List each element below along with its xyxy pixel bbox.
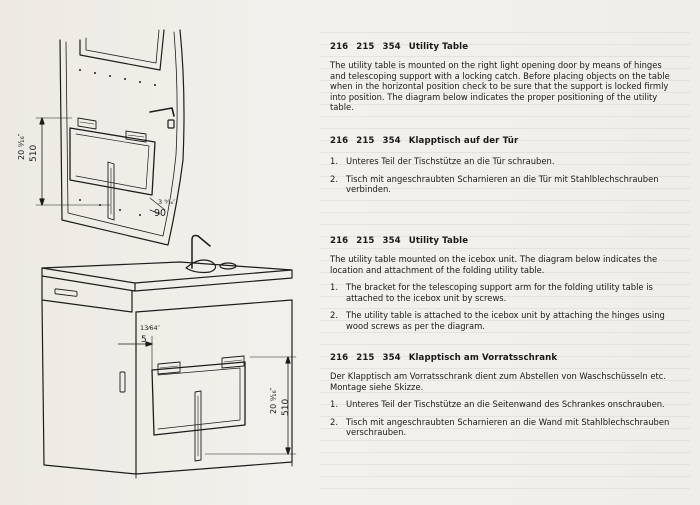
- bottom-dim-mm-label: 510: [281, 399, 291, 416]
- part-code: 216: [330, 42, 349, 52]
- list-item: 2. Tisch mit angeschraubten Scharnieren a…: [330, 417, 675, 438]
- bottom-dim-inch-label: 20 ⁹⁄₁₆″: [269, 387, 278, 414]
- section-klapptisch-tuer: 216 215 354 Klapptisch auf der Tür 1. Untere…: [330, 136, 675, 202]
- top-dim-inch-label: 20 ⁹⁄₁₆″: [17, 133, 26, 160]
- part-code: 215: [356, 353, 375, 363]
- list-item: 2. Tisch mit angeschraubten Scharnieren a…: [330, 174, 675, 195]
- section-title: 216 215 354 Klapptisch auf der Tür: [330, 136, 675, 146]
- part-code: 216: [330, 136, 349, 146]
- steps-list: 1. The bracket for the telescoping suppor…: [330, 282, 675, 331]
- list-item: 1. Unteres Teil der Tischstütze an die Se…: [330, 399, 675, 410]
- section-title: 216 215 354 Klapptisch am Vorratsschrank: [330, 353, 675, 363]
- part-code: 216: [330, 236, 349, 246]
- bottom-left-mm-label: 5: [141, 335, 147, 345]
- step-number: 1.: [330, 399, 338, 410]
- part-code: 215: [356, 236, 375, 246]
- section-klapptisch-vorratsschrank: 216 215 354 Klapptisch am Vorratsschrank De…: [330, 353, 675, 445]
- top-dim-mm-label: 510: [29, 145, 39, 162]
- step-number: 2.: [330, 416, 338, 427]
- step-number: 2.: [330, 173, 338, 184]
- utility-table-diagrams: 20 ⁹⁄₁₆″ 510 3 ⁹⁄₁₆″ 90 13⁄64″ 5 20 ⁹⁄₁₆…: [17, 29, 297, 479]
- part-code: 354: [382, 236, 401, 246]
- section-heading: Klapptisch auf der Tür: [408, 136, 519, 146]
- step-text: Tisch mit angeschraubten Scharnieren an …: [346, 173, 659, 195]
- part-code: 354: [382, 42, 401, 52]
- list-item: 1. The bracket for the telescoping suppor…: [330, 282, 675, 303]
- list-item: 1. Unteres Teil der Tischstütze an die Tü…: [330, 156, 675, 167]
- section-utility-table-icebox: 216 215 354 Utility Table The utility table…: [330, 236, 675, 339]
- section-heading: Utility Table: [408, 236, 469, 246]
- section-paragraph: The utility table mounted on the icebox …: [330, 254, 658, 275]
- step-number: 2.: [330, 310, 338, 321]
- step-text: The utility table is attached to the ice…: [346, 310, 665, 331]
- step-text: Tisch mit angeschraubten Scharnieren an …: [346, 416, 670, 438]
- section-title: 216 215 354 Utility Table: [330, 236, 675, 246]
- part-code: 216: [330, 353, 349, 363]
- top-angle-inch-label: 3 ⁹⁄₁₆″: [158, 198, 176, 206]
- section-paragraph: The utility table is mounted on the righ…: [330, 60, 670, 113]
- section-heading: Utility Table: [408, 42, 469, 52]
- top-angle-mm-label: 90: [154, 208, 166, 219]
- bottom-left-inch-label: 13⁄64″: [140, 324, 161, 332]
- section-heading: Klapptisch am Vorratsschrank: [408, 353, 558, 363]
- steps-list: 1. Unteres Teil der Tischstütze an die Se…: [330, 399, 675, 438]
- step-number: 1.: [330, 156, 338, 166]
- step-text: Unteres Teil der Tischstütze an die Tür …: [346, 156, 555, 166]
- step-text: Unteres Teil der Tischstütze an die Seit…: [346, 399, 665, 410]
- section-title: 216 215 354 Utility Table: [330, 42, 675, 52]
- section-utility-table-door: 216 215 354 Utility Table The utility table…: [330, 42, 675, 113]
- part-code: 215: [356, 42, 375, 52]
- steps-list: 1. Unteres Teil der Tischstütze an die Tü…: [330, 156, 675, 195]
- icebox-figure: [41, 234, 297, 479]
- part-code: 354: [382, 136, 401, 146]
- step-text: The bracket for the telescoping support …: [346, 282, 653, 303]
- part-code: 354: [382, 353, 401, 363]
- section-paragraph: Der Klapptisch am Vorratsschrank dient z…: [330, 371, 667, 392]
- door-figure: [35, 29, 185, 246]
- part-code: 215: [356, 136, 375, 146]
- step-number: 1.: [330, 282, 338, 293]
- list-item: 2. The utility table is attached to the i…: [330, 310, 675, 331]
